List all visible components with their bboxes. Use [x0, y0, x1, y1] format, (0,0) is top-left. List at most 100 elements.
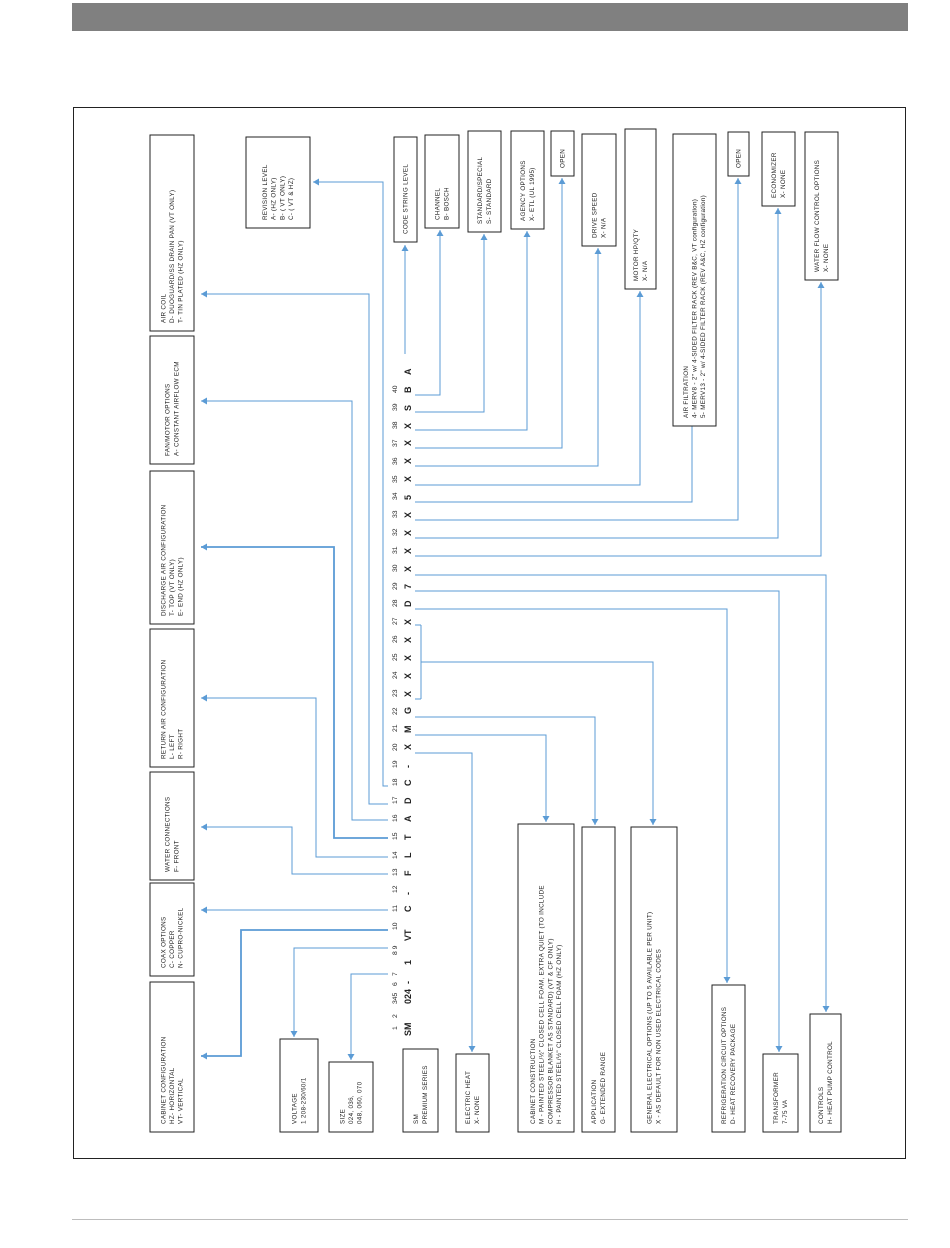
box-line: COAX OPTIONS — [160, 916, 167, 968]
position-number: 23 — [392, 689, 399, 697]
position-number: 21 — [392, 724, 399, 732]
code-character: X — [403, 655, 413, 661]
box-line: M - PAINTED STEEL/½" CLOSED CELL FOAM, E… — [538, 885, 546, 1124]
box-line: D- DUOGUARD/SS DRAIN PAN (VT ONLY) — [169, 190, 176, 323]
box-frame — [393, 136, 418, 243]
code-character: S — [403, 405, 413, 411]
box-line: 7-75 VA — [782, 1099, 789, 1124]
connector-line — [415, 230, 441, 396]
arrowhead — [636, 291, 644, 297]
code-character: A — [403, 815, 413, 822]
code-character: X — [403, 440, 413, 446]
arrowhead — [480, 234, 488, 240]
position-number: 32 — [392, 528, 399, 536]
code-character: D — [403, 600, 413, 607]
connector-line — [415, 381, 693, 503]
position-number: 13 — [392, 868, 399, 876]
arrowhead — [734, 178, 742, 184]
box-line: A- (HZ ONLY) — [271, 177, 278, 220]
connector-line — [415, 752, 473, 1052]
box-line: AGENCY OPTIONS — [520, 160, 527, 221]
code-string-level-box: CODE STRING LEVEL — [393, 136, 418, 243]
box-frame — [402, 1048, 439, 1133]
code-character: X — [403, 673, 413, 679]
box-line: S- STANDARD — [486, 178, 493, 224]
code-character: X — [403, 691, 413, 697]
arrowhead — [649, 819, 657, 825]
code-character: SM — [403, 1023, 413, 1037]
arrowhead — [468, 1046, 476, 1052]
arrowhead — [201, 694, 207, 702]
code-character: X — [403, 548, 413, 554]
arrowhead — [201, 1052, 207, 1060]
connector-line — [201, 929, 388, 1057]
box-line: DISCHARGE AIR CONFIGURATION — [160, 504, 167, 616]
box-line: 4- MERV8 - 2" w/ 4-SIDED FILTER RACK (RE… — [692, 199, 699, 418]
box-line: 5- MERV13 - 2" w/ 4-SIDED FILTER RACK (R… — [700, 195, 707, 418]
arrowhead — [201, 543, 207, 551]
box-line: R- RIGHT — [178, 729, 185, 759]
position-number: 27 — [392, 617, 399, 625]
code-character: VT — [403, 929, 413, 941]
box-frame — [149, 470, 195, 625]
position-number: 11 — [392, 905, 399, 912]
connector-line — [415, 234, 485, 413]
arrowhead — [313, 178, 319, 186]
position-number: 2 — [392, 1014, 399, 1018]
box-line: D- HEAT RECOVERY PACKAGE — [730, 1024, 737, 1124]
open-1-box: OPEN — [550, 130, 575, 177]
box-line: H - PAINTED STEEL/½" CLOSED CELL FOAM (H… — [555, 944, 563, 1124]
box-line: TRANSFORMER — [773, 1072, 780, 1124]
code-character: X — [403, 744, 413, 750]
connector-line — [415, 178, 739, 521]
box-line: G- EXTENDED RANGE — [600, 1052, 607, 1124]
position-number: 36 — [392, 457, 399, 465]
box-frame — [550, 130, 575, 177]
box-line: T- TIN PLATED (HZ ONLY) — [178, 240, 185, 323]
box-frame — [149, 771, 195, 881]
connector-line — [415, 716, 596, 825]
box-line: L- LEFT — [169, 734, 176, 759]
connector-line — [421, 661, 654, 825]
box-line: E- END (HZ ONLY) — [178, 557, 185, 616]
arrowhead — [774, 208, 782, 214]
position-number: 33 — [392, 510, 399, 518]
position-number: 29 — [392, 582, 399, 590]
position-number: 26 — [392, 635, 399, 643]
arrowhead — [201, 397, 207, 405]
box-line: REFRIGERATION CIRCUIT OPTIONS — [721, 1007, 728, 1124]
box-frame — [630, 826, 678, 1133]
box-frame — [510, 130, 545, 230]
open-2-box: OPEN — [727, 131, 750, 177]
footer-rule — [72, 1219, 908, 1220]
box-frame — [467, 130, 502, 233]
position-number: 39 — [392, 403, 399, 411]
box-frame — [581, 133, 617, 247]
position-number: 24 — [392, 671, 399, 679]
connector-line — [415, 574, 827, 1012]
connector-line — [415, 590, 780, 1052]
box-frame — [624, 128, 657, 290]
box-line: H- HEAT PUMP CONTROL — [827, 1041, 834, 1124]
arrowhead — [594, 248, 602, 254]
code-character: F — [403, 870, 413, 876]
box-line: AIR COIL — [160, 293, 167, 323]
position-number: 31 — [392, 546, 399, 554]
arrowhead — [542, 816, 550, 822]
box-frame — [727, 131, 750, 177]
box-line: SIZE — [339, 1109, 346, 1124]
position-number: 28 — [392, 599, 399, 607]
code-character: - — [403, 892, 413, 895]
arrowhead — [817, 282, 825, 288]
code-character: D — [403, 797, 413, 804]
box-line: ELECTRIC HEAT — [465, 1071, 472, 1124]
box-frame — [455, 1053, 490, 1133]
box-line: AIR FILTRATION — [683, 366, 690, 418]
